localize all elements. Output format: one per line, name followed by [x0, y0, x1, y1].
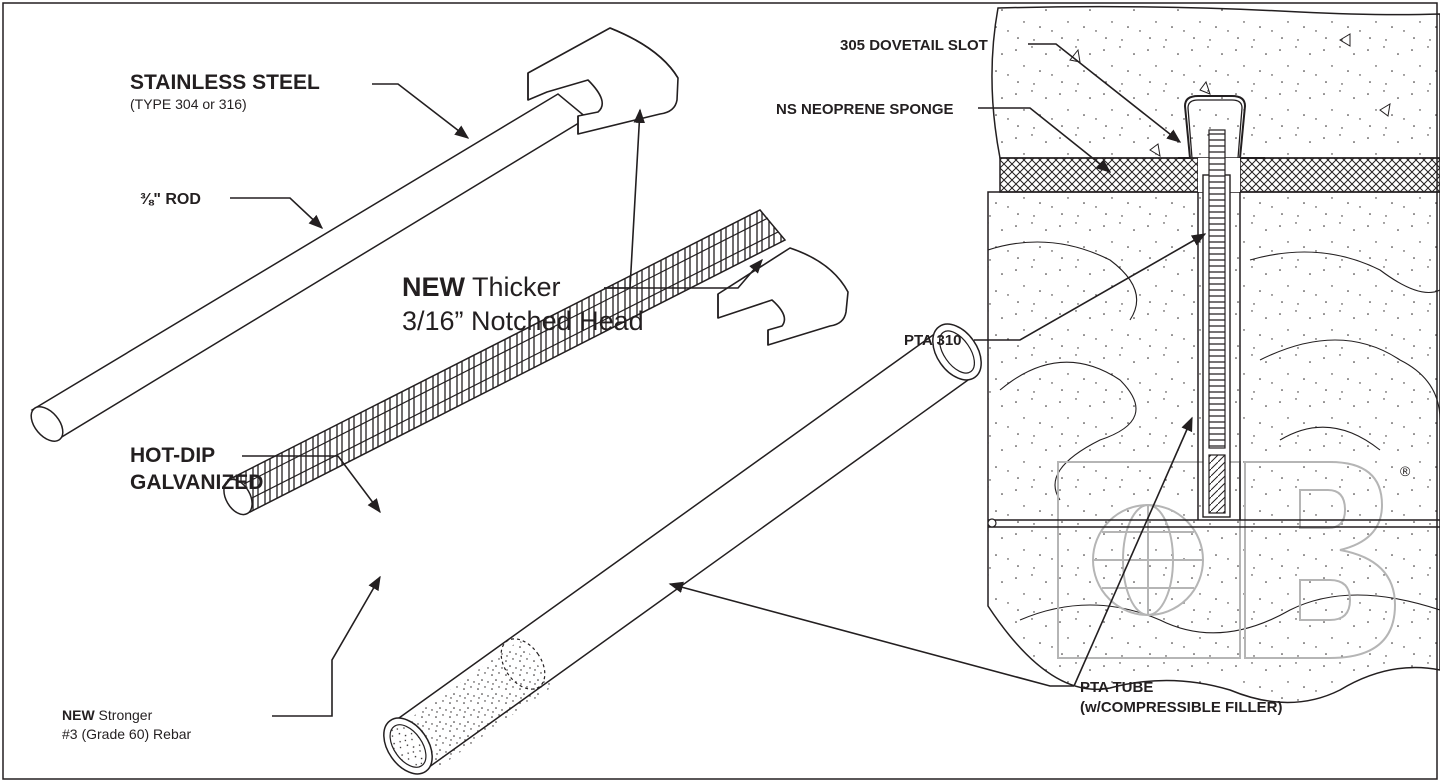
label-stainless-type: (TYPE 304 or 316)	[130, 96, 247, 112]
leader-dovetail	[1028, 43, 1182, 143]
dovetail-slot	[1178, 95, 1265, 159]
leader-rod	[230, 197, 324, 229]
label-new-thicker: NEW Thicker	[402, 272, 561, 302]
label-pta-310: PTA 310	[904, 332, 962, 349]
galvanized-rebar	[223, 209, 787, 516]
label-hot-dip: HOT-DIP	[130, 444, 215, 467]
leader-neoprene	[978, 107, 1112, 173]
stainless-steel-rod	[30, 93, 589, 442]
pta-tube	[383, 323, 982, 775]
label-notched-head: 3/16” Notched Head	[402, 306, 644, 336]
leader-tube-right	[1073, 416, 1193, 687]
leader-head-lower	[604, 258, 763, 289]
label-compressible-filler: (w/COMPRESSIBLE FILLER)	[1080, 699, 1283, 716]
label-galvanized: GALVANIZED	[130, 471, 263, 494]
label-new-stronger: NEW Stronger	[62, 707, 153, 723]
leader-galvanized	[242, 455, 381, 514]
pta-310-sleeve	[1202, 129, 1231, 518]
label-stainless-steel: STAINLESS STEEL	[130, 71, 320, 94]
upper-concrete-slab	[991, 5, 1440, 159]
rebar-notched-head	[717, 247, 849, 346]
label-pta-tube: PTA TUBE	[1080, 679, 1153, 696]
leader-pta310	[974, 233, 1207, 341]
label-rod: ⅜" ROD	[140, 191, 201, 208]
leader-tube-left	[668, 581, 1074, 687]
leader-rebar	[272, 575, 381, 717]
label-dovetail-slot: 305 DOVETAIL SLOT	[840, 37, 988, 54]
logo-watermark	[1057, 461, 1397, 659]
leader-stainless	[372, 83, 470, 139]
label-neoprene-sponge: NS NEOPRENE SPONGE	[776, 101, 954, 118]
leader-head-upper	[604, 108, 646, 289]
registered-mark: ®	[1400, 463, 1411, 479]
label-rebar-grade: #3 (Grade 60) Rebar	[62, 726, 192, 742]
stainless-notched-head	[527, 27, 679, 135]
